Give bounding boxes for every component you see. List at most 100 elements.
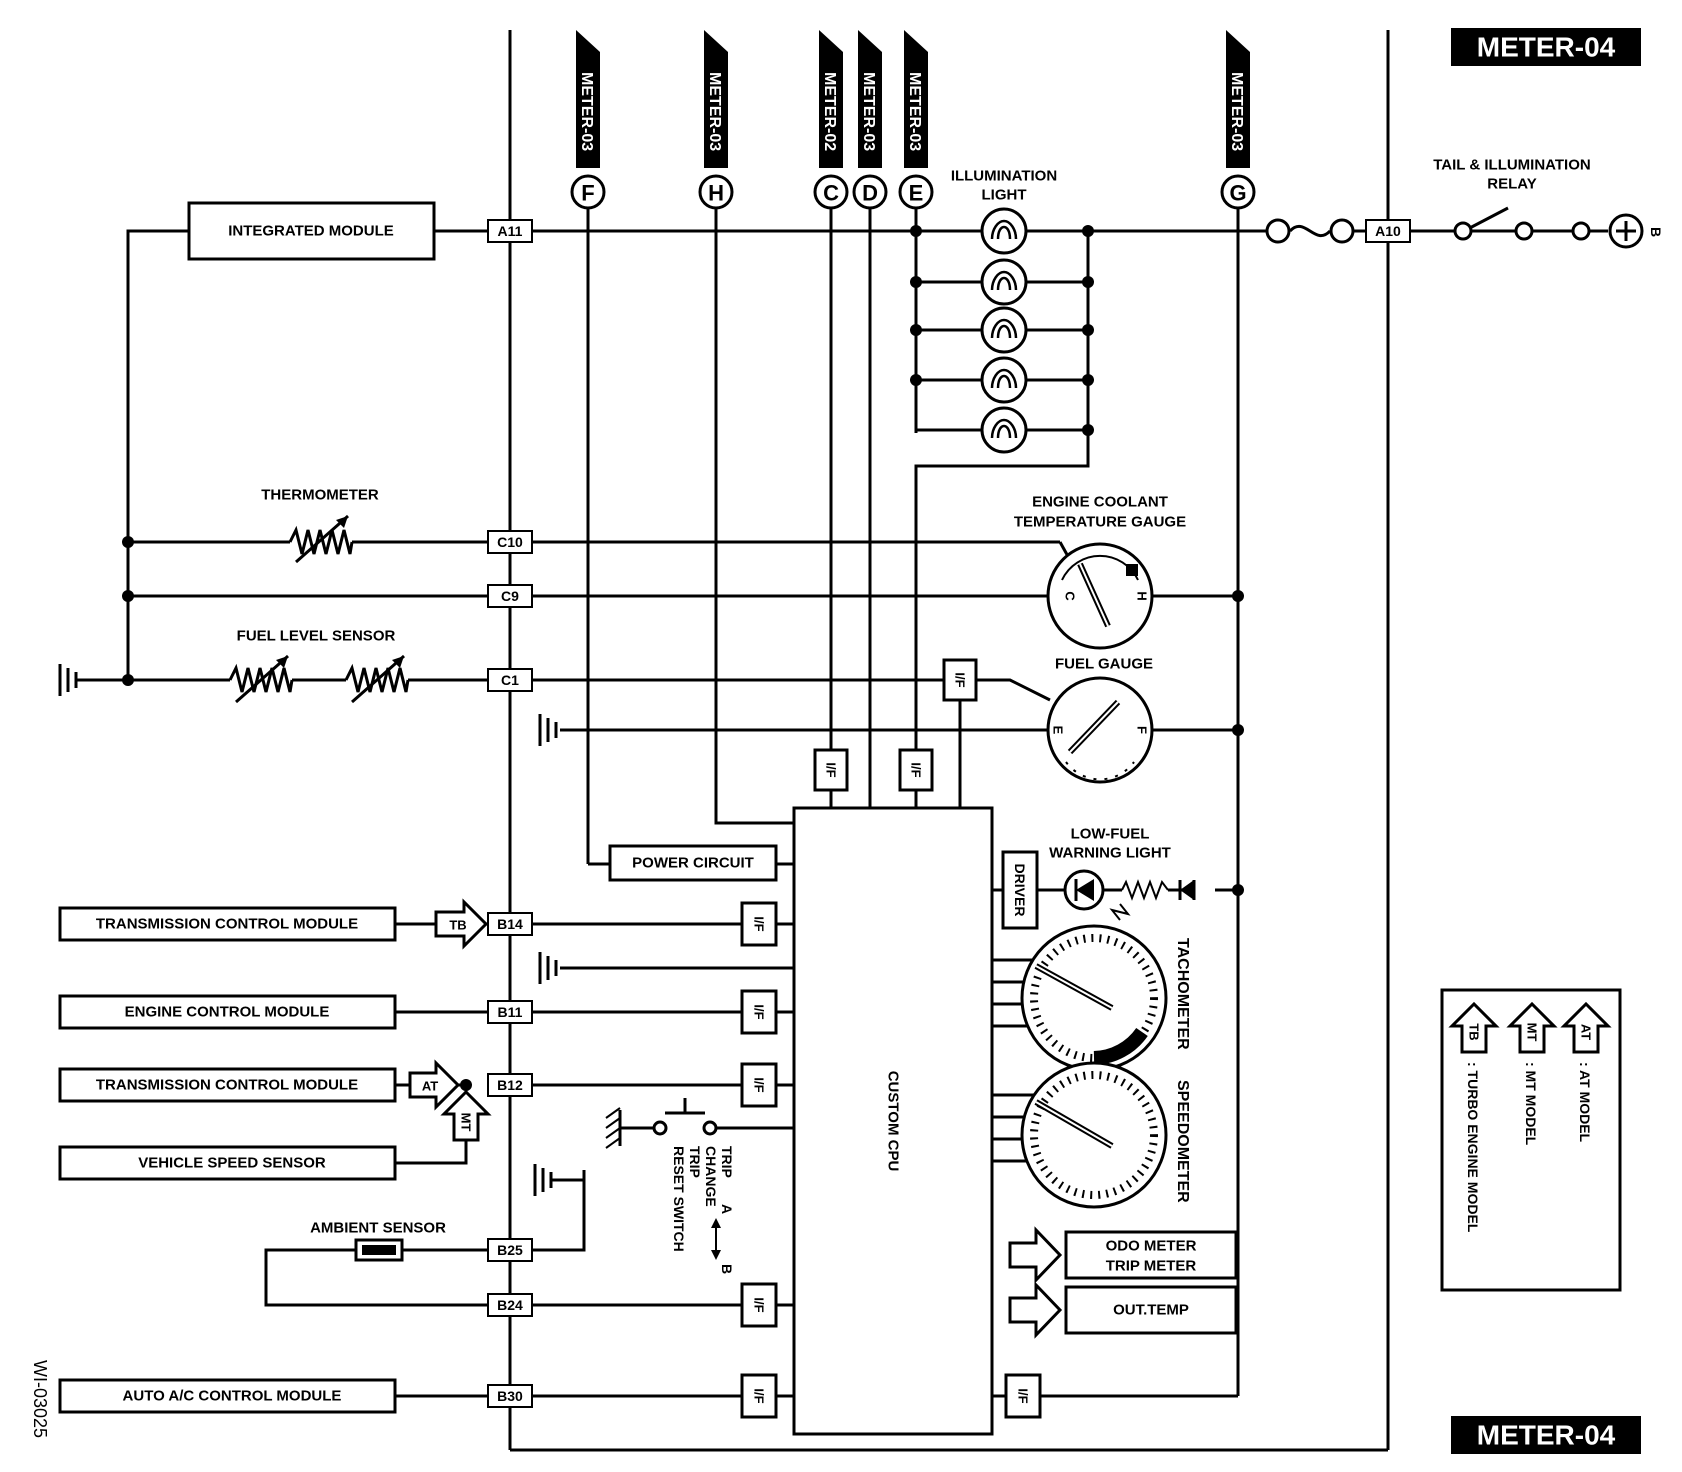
legend-item-mt: MT : MT MODEL [1506,1001,1558,1146]
battery-label: B [1648,227,1664,237]
trip-label-3: TRIP [687,1146,703,1178]
coolant-label-2: TEMPERATURE GAUGE [1014,514,1186,531]
bulb-icon [980,207,1028,255]
gauge-f-label: F [1135,726,1150,734]
gauge-c-label: C [1063,591,1078,601]
coolant-temperature-gauge: ENGINE COOLANT TEMPERATURE GAUGE C H [1014,494,1186,650]
ref-flag-h: METER-03 H [698,30,734,210]
tb-badge-text: TB [449,918,466,933]
transmission-control-module-2: TRANSMISSION CONTROL MODULE [58,1067,397,1103]
fuel-gauge-label: FUEL GAUGE [1055,656,1153,673]
trip-label-b: B [719,1264,735,1274]
fuel-gauge: FUEL GAUGE E F [1046,656,1154,784]
at-badge-text: AT [422,1079,438,1094]
if-box: I/F [1004,1373,1042,1419]
ground-hatch-icon [605,1107,622,1149]
legend: AT : AT MODEL MT : MT MODEL TB : TURBO E… [1440,988,1622,1292]
ref-flag-text: METER-02 [821,72,838,151]
connector-label: A11 [498,223,523,239]
gauge-e-label: E [1051,726,1066,735]
if-box: I/F [740,1062,778,1108]
connector-label: B14 [497,916,523,932]
out-temp-display: OUT.TEMP [1064,1285,1238,1335]
if-box: I/F [740,901,778,947]
ref-flag-e: METER-03 E [898,30,934,210]
ref-flag-letter: C [823,181,839,206]
connector-c1: C1 [487,668,533,692]
ref-flag-text: METER-03 [1228,72,1245,151]
connector-label: C9 [501,588,519,604]
legend-badge: AT [1579,1024,1594,1040]
legend-text: : MT MODEL [1523,1062,1539,1146]
vehicle-speed-sensor: VEHICLE SPEED SENSOR [58,1145,397,1181]
low-fuel-label-1: LOW-FUEL [1071,826,1150,843]
legend-badge: MT [1525,1023,1540,1042]
power-circuit-label: POWER CIRCUIT [632,855,754,872]
trip-change-reset-switch: TRIP CHANGE TRIP RESET SWITCH A B [605,1107,735,1274]
legend-item-tb: TB : TURBO ENGINE MODEL [1448,1001,1500,1233]
if-label: I/F [752,1388,767,1403]
ref-flag-letter: H [708,181,724,206]
connector-b30: B30 [487,1384,533,1408]
page-tag-top: METER-04 [1451,28,1641,66]
odo-label-2: TRIP METER [1106,1258,1197,1275]
integrated-module: INTEGRATED MODULE [187,201,436,261]
tail-illumination-relay: TAIL & ILLUMINATION RELAY [1433,157,1591,241]
driver: DRIVER [1001,850,1039,930]
if-box: I/F [813,748,849,792]
speedometer-label: SPEEDOMETER [1174,1080,1191,1203]
interface-boxes: I/F I/F I/F I/F I/F I/F I/F I/F I/F [740,658,1042,1419]
connector-a10: A10 [1365,219,1411,243]
ecm-label: ENGINE CONTROL MODULE [125,1004,330,1021]
ref-flag-text: METER-03 [706,72,723,151]
ref-flag-d: METER-03 D [852,30,888,210]
fuse [1265,218,1355,244]
if-box: I/F [740,989,778,1035]
ground-icon [58,662,78,698]
ref-flag-c: METER-02 C [813,30,849,210]
legend-item-at: AT : AT MODEL [1560,1001,1612,1143]
bulb-icon [980,406,1028,454]
transmission-control-module-1: TRANSMISSION CONTROL MODULE [58,906,397,942]
bulb-icon [980,258,1028,306]
trip-label-4: RESET SWITCH [671,1146,687,1252]
power-circuit: POWER CIRCUIT [608,844,778,882]
ground-icon [533,1162,553,1198]
mt-badge: MT [440,1089,492,1142]
wiring [76,30,1608,1452]
tcm1-label: TRANSMISSION CONTROL MODULE [96,916,358,933]
trip-label-2: CHANGE [703,1146,719,1207]
if-box: I/F [740,1282,778,1328]
connectors: A11 A10 C10 C9 C1 B14 B11 B12 B25 B24 B3… [487,219,1411,1408]
connector-b12: B12 [487,1073,533,1097]
at-badge: AT [408,1059,461,1111]
page-tag-bottom-text: METER-04 [1477,1420,1616,1451]
if-label: I/F [1016,1388,1031,1403]
ref-flag-letter: G [1229,181,1246,206]
document-id: WI-03025 [30,1360,50,1438]
low-fuel-warning-light: LOW-FUEL WARNING LIGHT [1049,826,1196,921]
if-box: I/F [942,658,978,702]
connector-c10: C10 [487,530,533,554]
driver-label: DRIVER [1012,864,1028,917]
speedometer: SPEEDOMETER [1020,1061,1191,1209]
connector-a11: A11 [487,219,533,243]
odo-arrow-icon [1008,1226,1063,1284]
battery-icon: B [1608,213,1664,249]
odo-label-1: ODO METER [1106,1238,1197,1255]
gauge-h-label: H [1135,591,1150,600]
if-label: I/F [752,1004,767,1019]
ref-flag-letter: E [909,181,924,206]
ambient-sensor: AMBIENT SENSOR [310,1220,446,1262]
connector-c9: C9 [487,584,533,608]
relay-label-1: TAIL & ILLUMINATION [1433,157,1590,174]
if-label: I/F [752,916,767,931]
reference-flags: METER-03 F METER-03 H METER-02 C METER-0… [570,30,1256,210]
trip-label-a: A [719,1204,735,1214]
tachometer-label: TACHOMETER [1174,938,1191,1050]
connector-label: B24 [497,1297,523,1313]
tb-badge: TB [434,898,489,950]
connector-label: B30 [497,1388,523,1404]
relay-label-2: RELAY [1487,176,1536,193]
